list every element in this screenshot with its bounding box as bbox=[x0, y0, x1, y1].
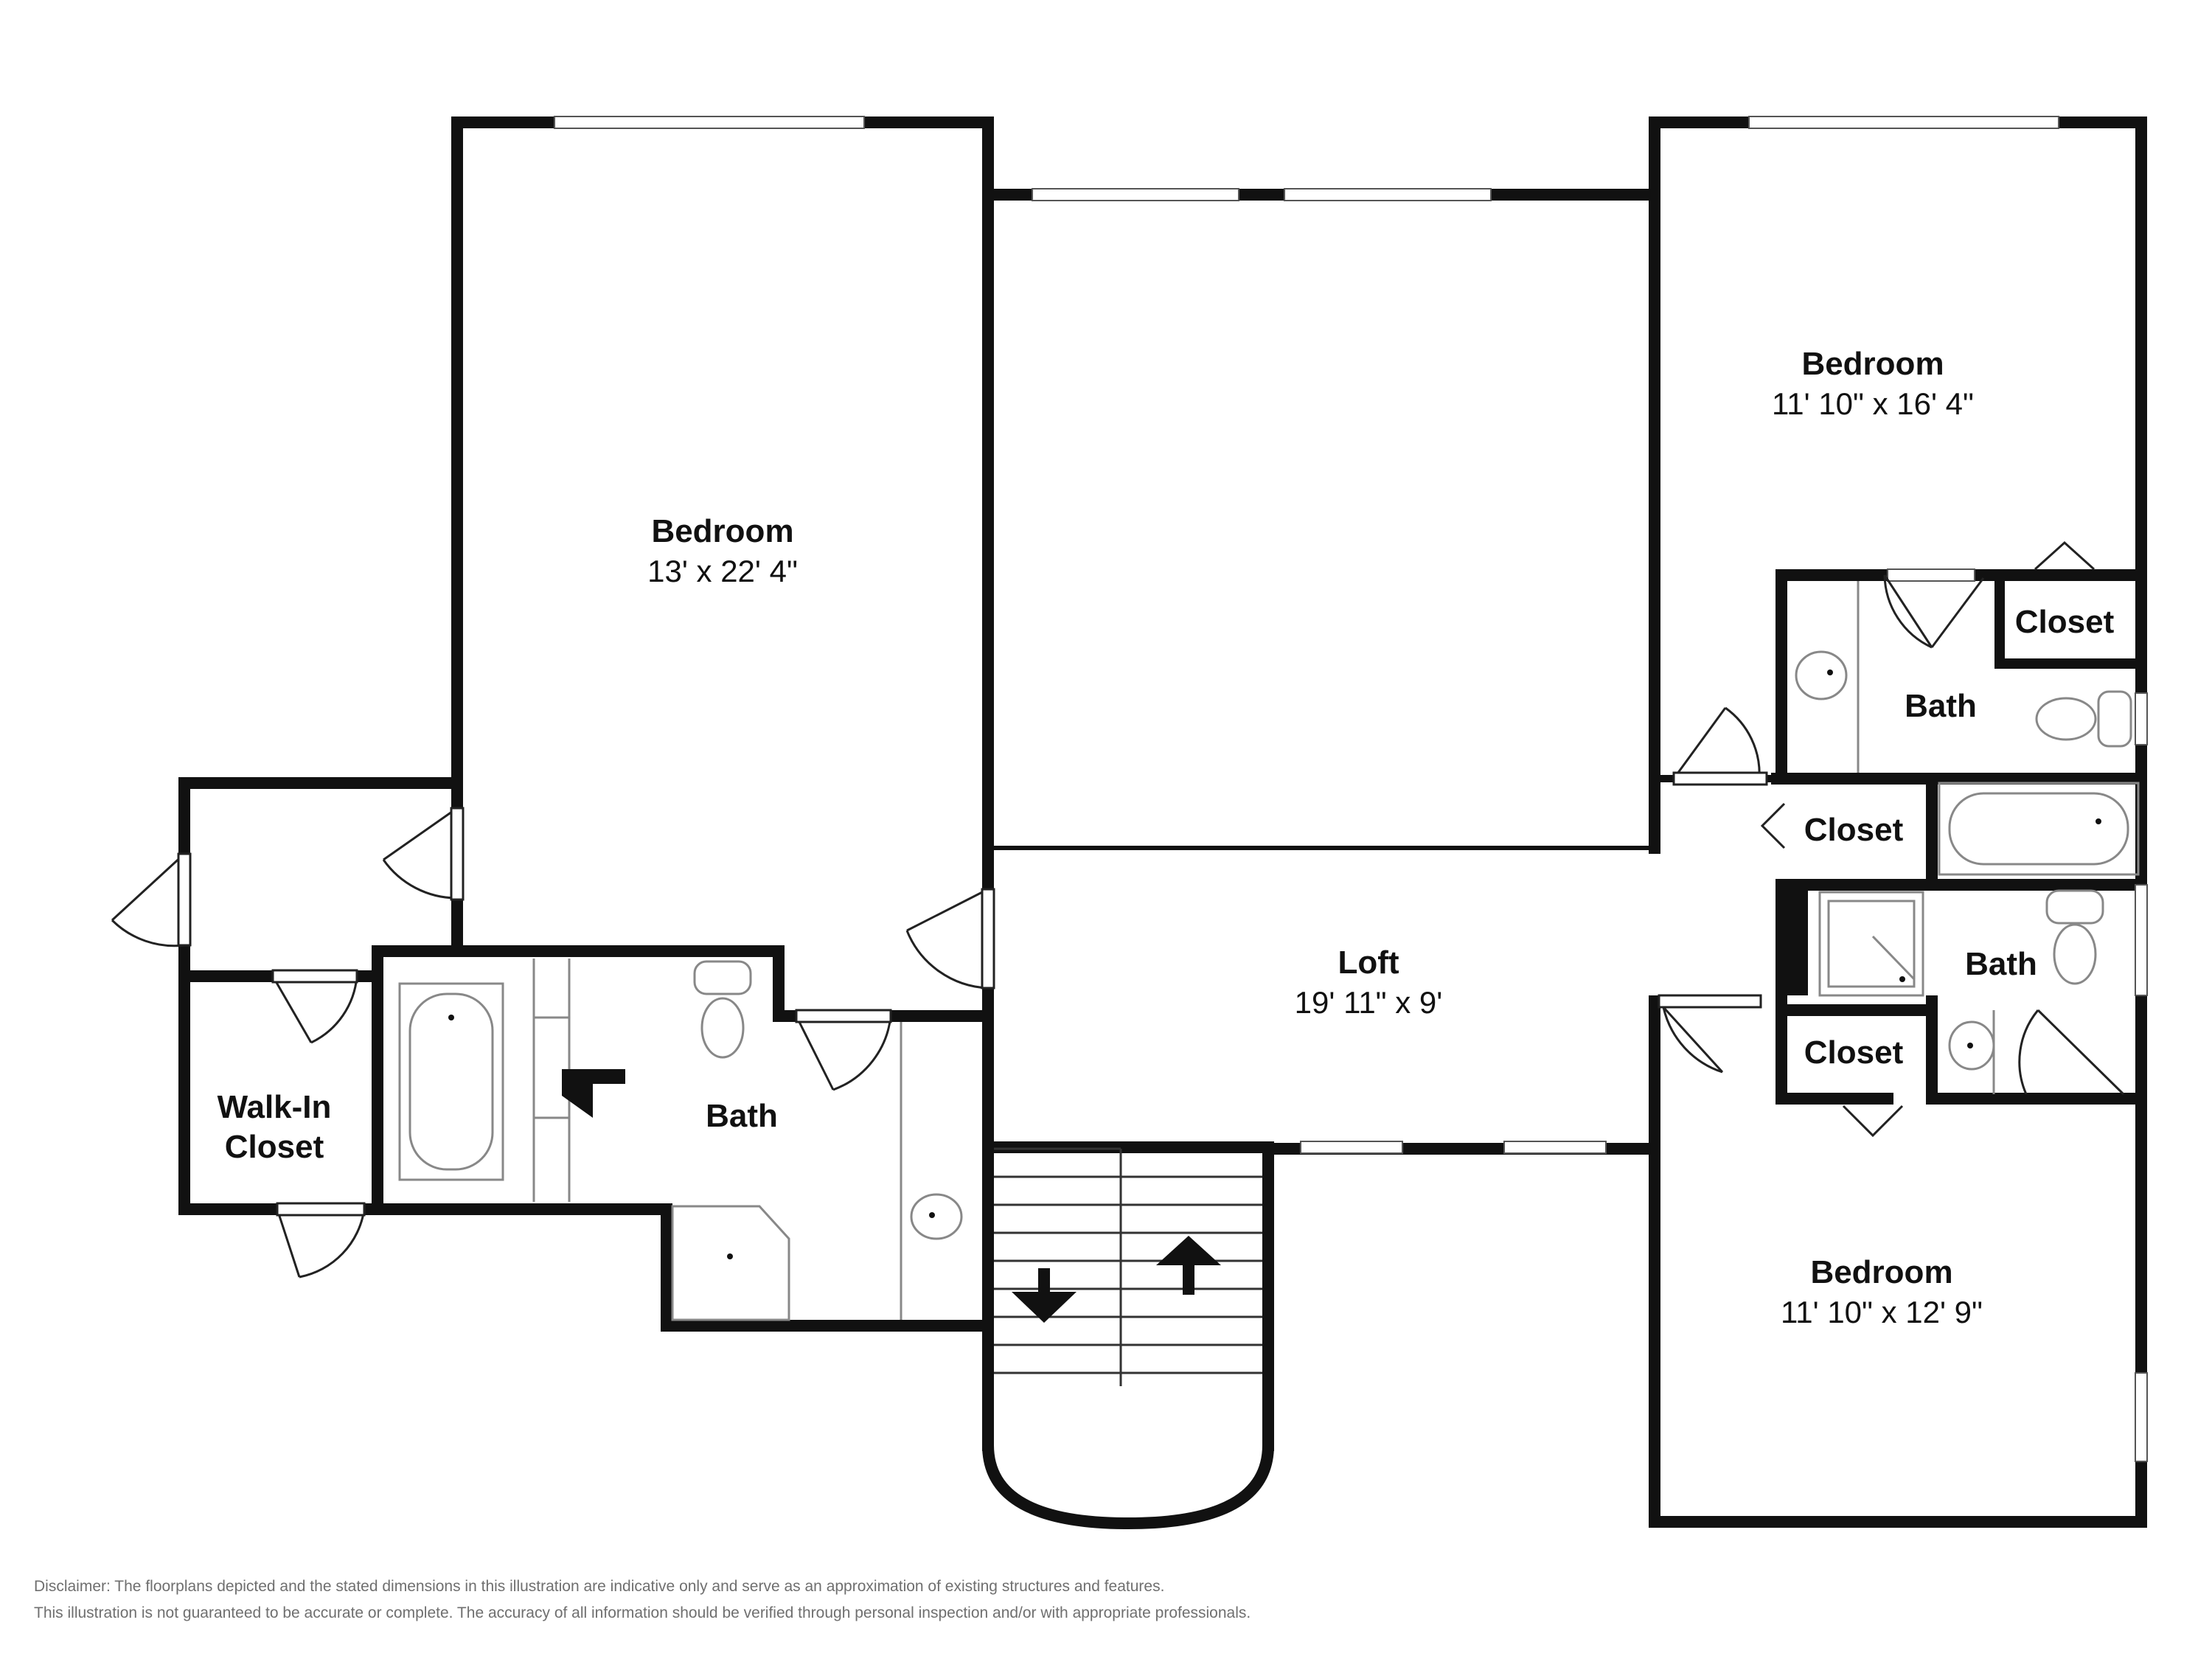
room-name-se-closet: Closet bbox=[1804, 1034, 1904, 1071]
bathtub-icon bbox=[1938, 782, 2140, 876]
fixture-dots bbox=[448, 669, 2101, 1259]
door-swing-icon bbox=[1842, 1105, 1904, 1138]
door-swing-icon bbox=[271, 969, 358, 1044]
door-swing-icon bbox=[1658, 994, 1762, 1074]
toilet-icon bbox=[693, 960, 752, 1059]
wall-column bbox=[1781, 885, 1808, 995]
toilet-icon bbox=[2045, 889, 2104, 985]
door-swing-icon bbox=[1760, 802, 1786, 849]
door-swing-icon bbox=[905, 888, 995, 990]
door-swing-icon bbox=[1883, 574, 1985, 649]
door-swing-icon bbox=[111, 852, 192, 947]
shower-icon bbox=[1818, 891, 1924, 997]
stair-up-arrow-icon bbox=[1156, 1236, 1221, 1295]
stairs bbox=[994, 1147, 1262, 1386]
bathtub-icon bbox=[398, 982, 504, 1181]
room-name-ne-closet: Closet bbox=[2015, 604, 2115, 640]
door-swing-icon bbox=[382, 807, 465, 901]
room-name-master-bedroom: Bedroom bbox=[651, 513, 793, 549]
doors bbox=[111, 540, 2125, 1279]
sink-icon bbox=[1948, 1010, 1995, 1094]
room-name-ne-bedroom: Bedroom bbox=[1801, 346, 1944, 382]
disclaimer-line-1: Disclaimer: The floorplans depicted and … bbox=[34, 1578, 1165, 1595]
toilet-icon bbox=[2035, 690, 2132, 748]
room-name-loft: Loft bbox=[1338, 945, 1399, 981]
sink-icon bbox=[1795, 581, 1860, 773]
room-name-master-bath: Bath bbox=[706, 1098, 778, 1134]
door-swing-icon bbox=[795, 1009, 892, 1091]
door-swing-icon bbox=[276, 1202, 366, 1279]
room-name-ne-bath: Bath bbox=[1905, 688, 1977, 724]
room-name-mid-closet: Closet bbox=[1804, 812, 1904, 848]
room-dims-master-bedroom: 13' x 22' 4" bbox=[647, 554, 798, 588]
fixtures bbox=[398, 581, 2140, 1321]
shower-icon bbox=[671, 1205, 790, 1321]
sink-icon bbox=[900, 1022, 963, 1320]
disclaimer-line-2: This illustration is not guaranteed to b… bbox=[34, 1604, 1251, 1621]
stair-direction-arrow-icon bbox=[562, 1069, 625, 1118]
room-labels: Bedroom 13' x 22' 4" Bedroom 11' 10" x 1… bbox=[218, 346, 2115, 1329]
room-dims-loft: 19' 11" x 9' bbox=[1295, 985, 1443, 1020]
stair-arrows bbox=[562, 1069, 1221, 1323]
door-swing-icon bbox=[1672, 706, 1768, 786]
room-name-walkin-line2: Closet bbox=[225, 1129, 324, 1165]
walls bbox=[178, 116, 2147, 1530]
door-swing-icon bbox=[2034, 540, 2096, 571]
room-name-se-bedroom: Bedroom bbox=[1810, 1254, 1952, 1290]
stair-down-arrow-icon bbox=[1012, 1268, 1077, 1323]
room-dims-se-bedroom: 11' 10" x 12' 9" bbox=[1781, 1295, 1983, 1329]
room-name-east-bath: Bath bbox=[1965, 946, 2037, 982]
room-dims-ne-bedroom: 11' 10" x 16' 4" bbox=[1772, 386, 1974, 421]
room-name-walkin-line1: Walk-In bbox=[218, 1089, 332, 1125]
door-swing-icon bbox=[2018, 1009, 2125, 1096]
windows bbox=[554, 116, 2148, 1462]
